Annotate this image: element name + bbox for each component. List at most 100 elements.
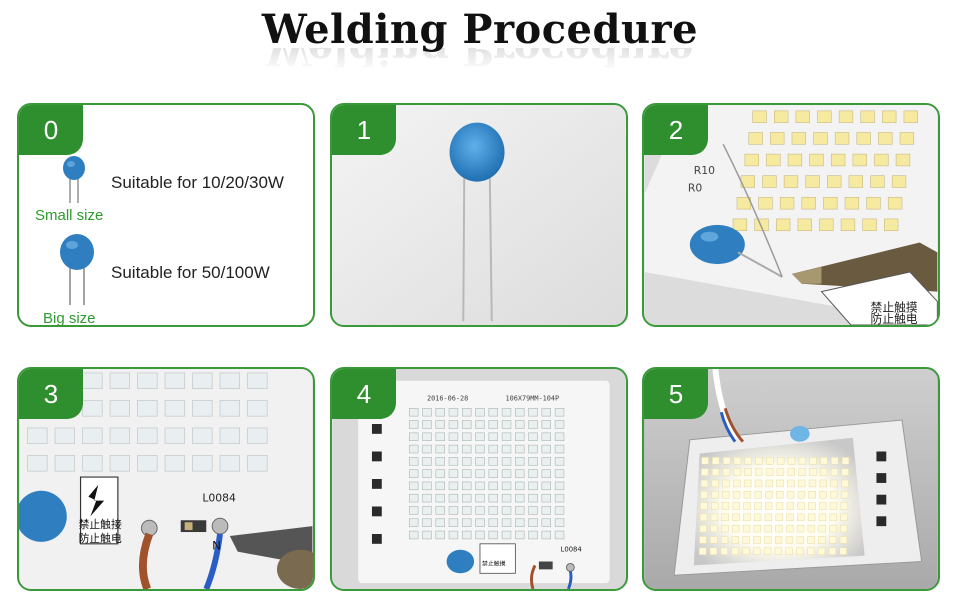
led-chip (765, 490, 773, 499)
led-chip (827, 175, 842, 188)
led-chip (748, 132, 763, 145)
driver-chip (876, 473, 887, 483)
led-chip (475, 432, 485, 441)
led-chip (408, 481, 419, 491)
led-chip (819, 479, 828, 488)
led-chip (541, 469, 551, 478)
led-chip (475, 481, 485, 491)
led-chip (820, 457, 828, 465)
header: Welding Procedure Welding Procedure (0, 8, 960, 73)
driver-chip (876, 494, 887, 505)
led-chip (488, 444, 498, 454)
led-chip (852, 153, 867, 167)
led-chip (475, 506, 485, 515)
led-chip (795, 110, 810, 123)
led-chip (818, 524, 826, 533)
led-chip (818, 513, 827, 522)
led-chip (775, 502, 784, 510)
terminal-label: N (212, 539, 221, 553)
led-chip (192, 372, 213, 389)
led-chip (137, 372, 158, 389)
led-chip (501, 469, 512, 478)
led-chip (475, 420, 485, 429)
led-chip (462, 420, 472, 429)
led-chip (732, 218, 748, 232)
led-chip (435, 444, 445, 454)
led-chip (785, 524, 794, 533)
led-chip (834, 132, 850, 145)
led-chip (840, 218, 856, 232)
led-chip (807, 524, 816, 533)
led-chip (840, 524, 848, 533)
led-chip (829, 502, 838, 510)
led-chip (137, 455, 158, 472)
led-chip (541, 457, 551, 466)
led-chip (838, 110, 854, 123)
led-chip (192, 400, 213, 417)
led-chip (731, 524, 740, 533)
led-chip (796, 524, 805, 533)
led-chip (422, 481, 432, 491)
led-chip (711, 479, 720, 488)
led-chip (818, 502, 827, 510)
led-chip (475, 457, 485, 466)
driver-chip (371, 506, 382, 517)
board-label: R0 (688, 181, 703, 194)
led-chip (796, 536, 804, 544)
led-chip (448, 493, 459, 503)
led-chip (192, 455, 213, 472)
led-chip (515, 444, 525, 454)
led-chip (797, 218, 812, 232)
step-badge: 1 (332, 105, 396, 155)
led-chip (699, 524, 708, 533)
led-chip (774, 536, 783, 544)
board-label: L0084 (561, 546, 582, 554)
led-chip (903, 110, 918, 123)
led-chip (422, 493, 432, 503)
led-chip (554, 420, 565, 429)
led-chip (462, 493, 472, 503)
led-chip (829, 524, 837, 533)
led-chip (448, 420, 459, 429)
led-chip (408, 420, 419, 429)
step-badge: 5 (644, 369, 708, 419)
led-chip (783, 175, 799, 188)
led-chip (515, 493, 525, 503)
led-chip (501, 481, 512, 491)
led-chip (448, 518, 459, 527)
led-chip (841, 479, 849, 488)
led-chip (554, 506, 565, 515)
led-chip (808, 490, 816, 499)
led-chip (137, 400, 158, 417)
led-chip (722, 457, 731, 465)
led-chip (797, 479, 806, 488)
led-chip (733, 457, 742, 465)
led-chip (762, 175, 777, 188)
led-chip (797, 490, 806, 499)
led-chip (528, 530, 538, 540)
led-chip (554, 493, 565, 503)
led-chip (797, 502, 805, 510)
led-chip (541, 481, 551, 491)
led-chip (744, 457, 753, 465)
led-chip (528, 518, 538, 527)
led-chip (528, 506, 538, 515)
led-chip (764, 524, 772, 533)
led-chip (807, 536, 815, 544)
led-chip (488, 506, 498, 515)
led-chip (722, 468, 731, 476)
led-chip (541, 407, 551, 417)
led-chip (247, 400, 268, 417)
led-chip (766, 457, 774, 465)
driver-chip (876, 516, 887, 527)
led-chip (435, 469, 445, 478)
led-chip (488, 493, 498, 503)
led-chip (541, 493, 551, 503)
soldering-photo: R10 R0 禁止触摸 防止触电 (644, 105, 938, 325)
led-chip (488, 457, 498, 466)
led-chip (841, 468, 849, 476)
led-chip (435, 493, 445, 503)
led-chip (710, 502, 719, 510)
led-chip (848, 175, 863, 188)
led-chip (488, 420, 498, 429)
